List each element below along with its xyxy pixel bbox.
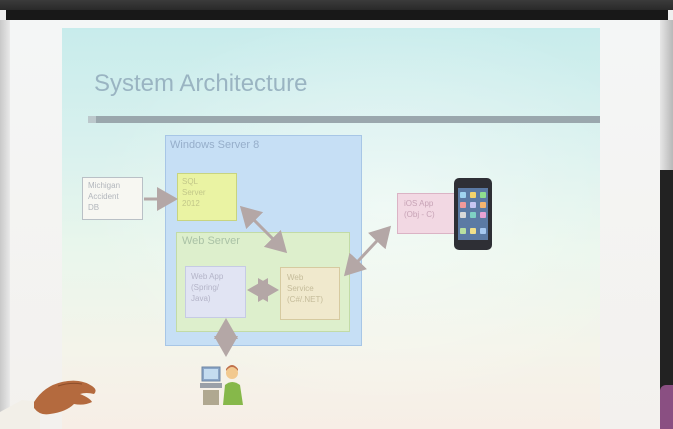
ios-app-label: iOS App (Obj - C) (404, 199, 435, 219)
arrow-sql-webservice (239, 205, 288, 254)
michigan-accident-db-box (82, 177, 143, 220)
app-tile-icon (470, 228, 476, 234)
michigan-accident-db-label: Michigan Accident DB (88, 181, 121, 212)
projected-slide: System Architecture Windows Server 8 Mic… (62, 28, 600, 429)
app-tile-icon (470, 192, 476, 198)
windows-server-label: Windows Server 8 (170, 139, 260, 151)
title-underline (88, 116, 600, 123)
web-server-label: Web Server (182, 235, 240, 247)
web-app-label: Web App (Spring/ Java) (191, 272, 224, 303)
app-tile-icon (480, 192, 486, 198)
screen-top-bar (6, 10, 668, 20)
presenter-hand (0, 380, 96, 429)
app-tile-icon (480, 202, 486, 208)
web-service-box (280, 267, 340, 320)
app-tile-icon (460, 192, 466, 198)
app-tile-icon (460, 212, 466, 218)
sql-server-box (177, 173, 237, 221)
app-tile-icon (460, 228, 466, 234)
web-service-label: Web Service (C#/.NET) (287, 273, 323, 304)
app-tile-icon (480, 228, 486, 234)
sql-server-label: SQL Server 2012 (182, 177, 206, 208)
app-tile-icon (470, 202, 476, 208)
app-tile-icon (460, 202, 466, 208)
slide-title: System Architecture (94, 70, 308, 97)
app-tile-icon (480, 212, 486, 218)
audience-person (660, 385, 673, 429)
user-computer-icon (200, 365, 243, 405)
app-tile-icon (470, 212, 476, 218)
title-underline-accent (88, 116, 96, 123)
screen-left-edge (0, 20, 10, 429)
arrow-webservice-ios (343, 225, 392, 277)
smartphone-screen (458, 188, 488, 240)
ios-app-box (397, 193, 457, 234)
connector-arrows (144, 187, 392, 357)
dark-wall (660, 170, 673, 429)
web-app-box (185, 266, 246, 318)
